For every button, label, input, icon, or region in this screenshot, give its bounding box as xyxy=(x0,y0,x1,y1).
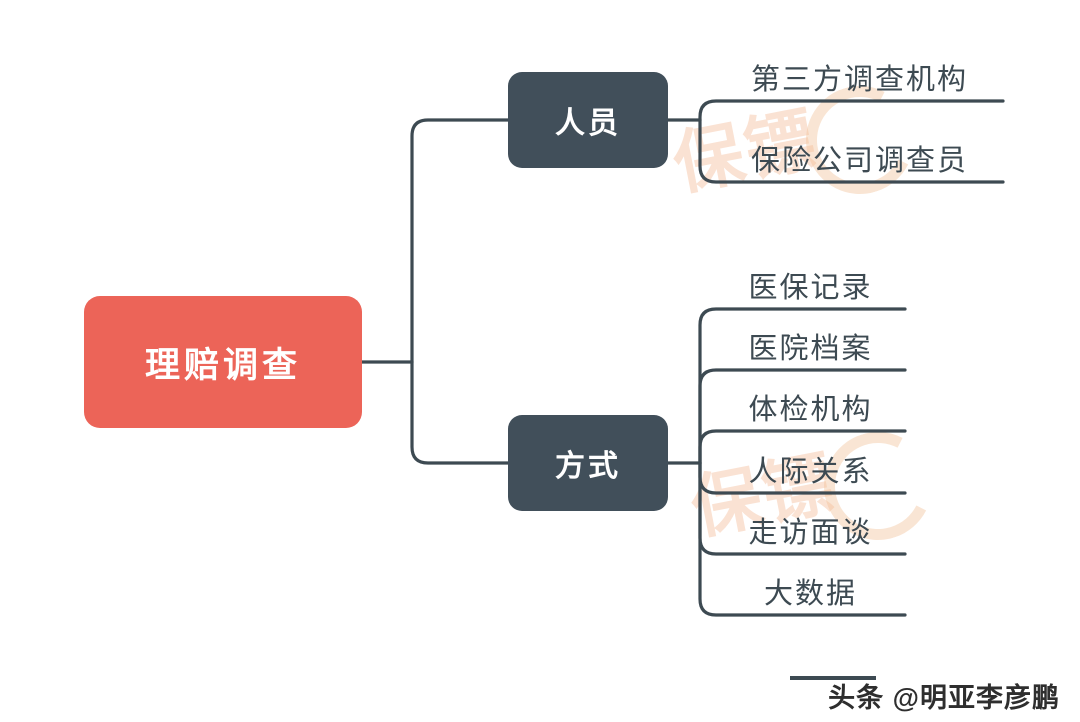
wire-root-to-personnel xyxy=(410,118,510,364)
leaf-personnel-2[interactable]: 保险公司调查员 xyxy=(716,141,1003,182)
attribution-footer: 头条 @明亚李彦鹏 xyxy=(790,672,1060,718)
attribution-text: 头条 @明亚李彦鹏 xyxy=(828,682,1060,713)
wire-personnel-leaf-1 xyxy=(698,99,1005,122)
leaf-methods-6-label: 大数据 xyxy=(763,578,857,610)
root-node-label: 理赔调查 xyxy=(144,345,301,385)
leaf-methods-6[interactable]: 大数据 xyxy=(716,574,905,615)
leaf-methods-3-label: 体检机构 xyxy=(748,394,873,426)
root-node[interactable]: 理赔调查 xyxy=(84,296,362,428)
leaf-methods-3[interactable]: 体检机构 xyxy=(716,390,905,431)
leaf-methods-5[interactable]: 走访面谈 xyxy=(716,513,905,554)
leaf-methods-1[interactable]: 医保记录 xyxy=(716,268,905,309)
leaf-methods-4[interactable]: 人际关系 xyxy=(716,452,905,493)
wire-root-to-methods xyxy=(410,360,510,465)
branch-node-personnel-label: 人员 xyxy=(555,107,621,140)
branch-node-methods-label: 方式 xyxy=(555,450,621,483)
branch-node-personnel[interactable]: 人员 xyxy=(508,72,668,168)
attribution-rule xyxy=(790,676,876,680)
leaf-personnel-2-label: 保险公司调查员 xyxy=(750,145,968,177)
leaf-personnel-1-label: 第三方调查机构 xyxy=(750,64,968,96)
leaf-personnel-1[interactable]: 第三方调查机构 xyxy=(716,60,1003,101)
leaf-methods-5-label: 走访面谈 xyxy=(748,517,873,549)
leaf-methods-2[interactable]: 医院档案 xyxy=(716,329,905,370)
branch-node-methods[interactable]: 方式 xyxy=(508,415,668,511)
leaf-methods-1-label: 医保记录 xyxy=(748,272,873,304)
leaf-methods-4-label: 人际关系 xyxy=(748,456,873,488)
leaf-methods-2-label: 医院档案 xyxy=(748,333,873,365)
